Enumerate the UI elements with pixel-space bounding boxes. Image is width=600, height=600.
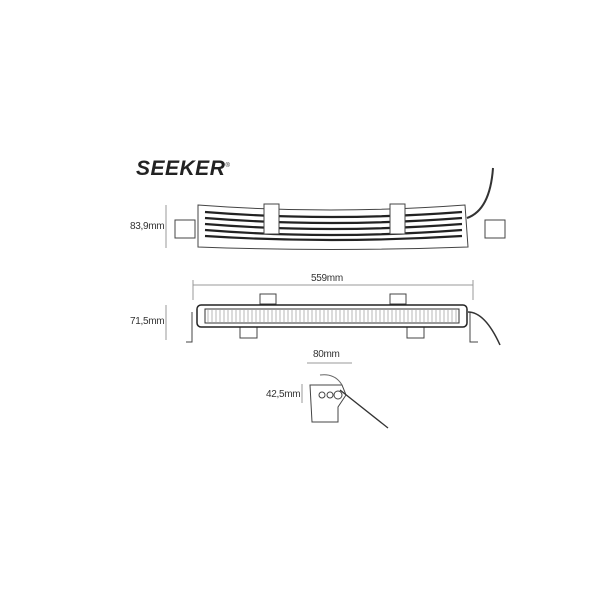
brand-name: SEEKER xyxy=(136,157,226,180)
front-view xyxy=(165,280,501,346)
dimension-height-end: 42,5mm xyxy=(266,389,301,400)
dimension-depth: 80mm xyxy=(313,349,340,360)
brand-logo: SEEKER® xyxy=(136,157,230,181)
end-view xyxy=(301,362,389,429)
dimension-length: 559mm xyxy=(311,273,343,284)
side-view xyxy=(165,167,506,250)
registered-mark: ® xyxy=(225,163,231,169)
dimension-height-front: 71,5mm xyxy=(130,316,165,327)
dimension-height-side: 83,9mm xyxy=(130,221,165,232)
